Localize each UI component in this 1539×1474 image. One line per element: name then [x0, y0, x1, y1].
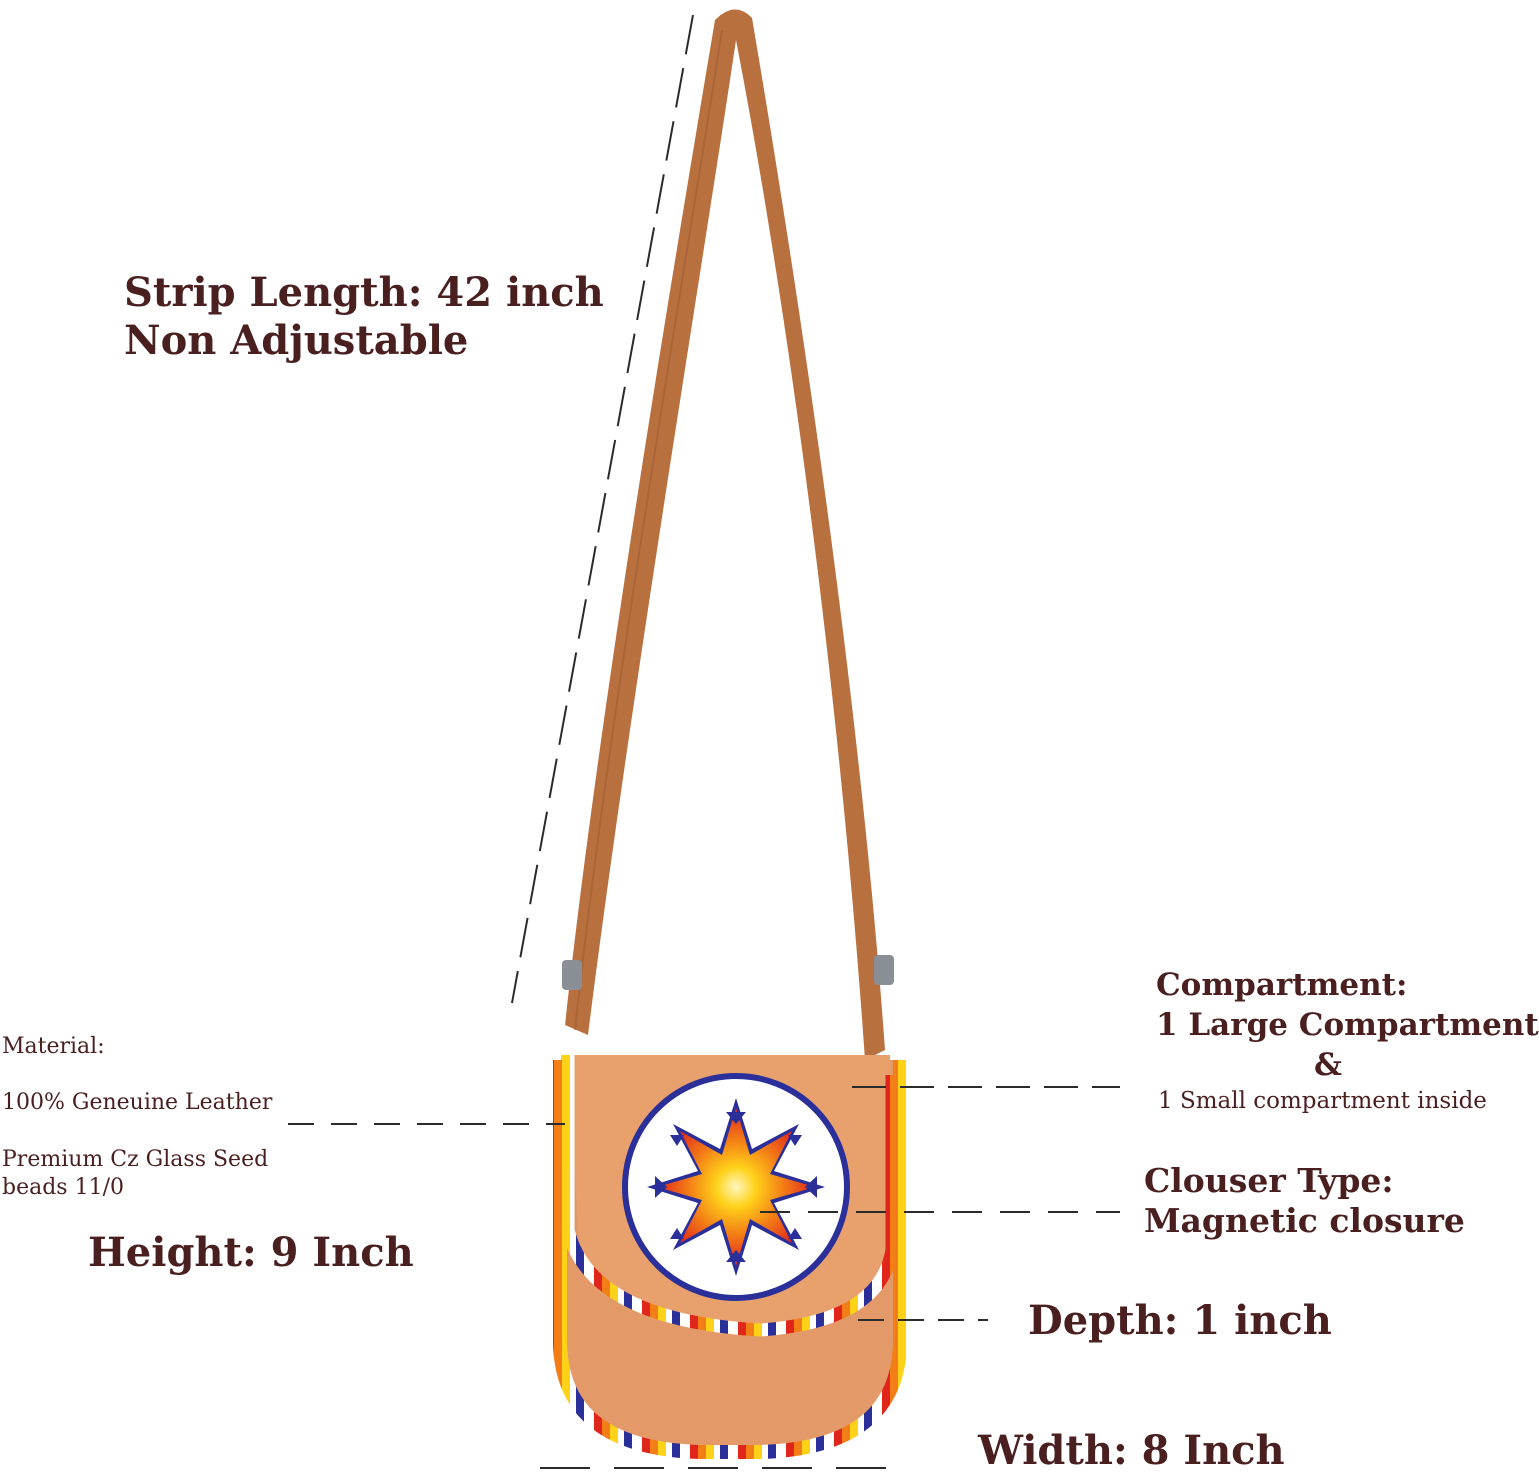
compartment-ampersand: & — [1314, 1047, 1342, 1083]
compartment-small: 1 Small compartment inside — [1158, 1088, 1487, 1114]
width-label: Width: 8 Inch — [978, 1427, 1285, 1474]
buckle-left — [562, 960, 582, 990]
depth-label: Depth: 1 inch — [1028, 1297, 1332, 1344]
closure-value: Magnetic closure — [1144, 1201, 1465, 1240]
strap — [562, 9, 894, 1061]
material-leather: 100% Geneuine Leather — [2, 1090, 273, 1115]
material-beads-line2: beads 11/0 — [2, 1175, 124, 1200]
height-label: Height: 9 Inch — [88, 1229, 414, 1276]
compartment-heading: Compartment: — [1156, 967, 1408, 1003]
buckle-right — [874, 955, 894, 985]
closure-heading: Clouser Type: — [1144, 1161, 1394, 1200]
strap-length-label: Strip Length: 42 inch — [124, 269, 604, 316]
material-heading: Material: — [2, 1034, 105, 1059]
material-beads-line1: Premium Cz Glass Seed — [2, 1147, 269, 1172]
guide-lines — [288, 14, 1120, 1469]
strap-guide-line — [511, 14, 694, 1004]
compartment-large: 1 Large Compartment — [1156, 1007, 1539, 1043]
strap-adjustable-label: Non Adjustable — [124, 317, 469, 364]
product-illustration — [288, 9, 1120, 1469]
beaded-star-medallion — [622, 1073, 850, 1301]
